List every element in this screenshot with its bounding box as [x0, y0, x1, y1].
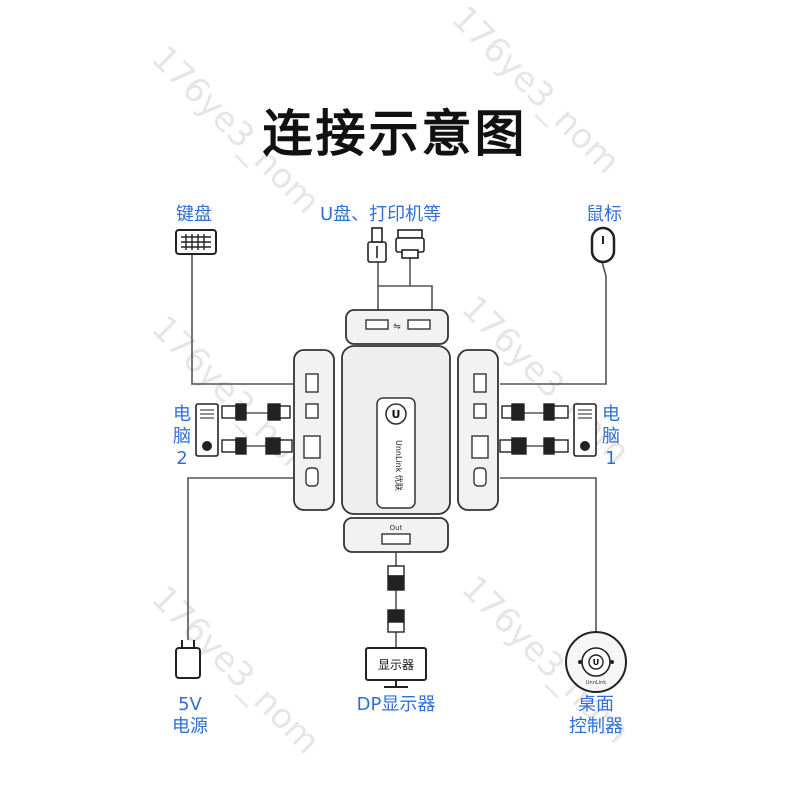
power-label: 5V 电源: [172, 694, 208, 737]
out-port-label: Out: [390, 524, 403, 532]
pc2-label: 电脑2: [173, 404, 191, 469]
svg-text:U: U: [593, 658, 600, 667]
kvm-switch-body: U UnnLink 优联: [341, 345, 451, 515]
top-usb-hub-module: ⇋: [345, 309, 449, 345]
usb-device-cable-left: [377, 262, 433, 312]
pc1-label: 电脑1: [602, 404, 620, 469]
dp-monitor-label: DP显示器: [356, 694, 436, 715]
monitor-icon: 显示器: [365, 647, 427, 688]
dp-cable-plugs: [387, 565, 405, 633]
u-logo-icon: [385, 403, 407, 425]
power-cable: [187, 477, 296, 640]
pc1-cable-plugs: [499, 403, 569, 455]
controller-cable: [500, 477, 597, 634]
mouse-icon: [590, 226, 616, 264]
usb-drive-icon: [367, 227, 387, 263]
keyboard-label: 键盘: [176, 204, 212, 225]
monitor-screen-label: 显示器: [378, 658, 414, 672]
right-port-module: [457, 349, 499, 511]
page-title: 连接示意图: [262, 105, 528, 163]
mouse-cable: [500, 261, 607, 385]
controller-brand-label: UnnLink: [586, 680, 606, 686]
pc1-tower-icon: [573, 403, 597, 457]
connection-lines: [187, 254, 607, 648]
brand-label: UnnLink 优联: [394, 440, 404, 491]
left-port-module: [293, 349, 335, 511]
usb-devices-label: U盘、打印机等: [320, 204, 442, 225]
desk-controller-icon: U UnnLink: [565, 631, 627, 693]
usb-symbol-icon: ⇋: [393, 322, 401, 332]
svg-text:U: U: [392, 408, 401, 421]
keyboard-cable: [191, 254, 296, 385]
bottom-out-module: Out: [343, 517, 449, 553]
desk-controller-label: 桌面 控制器: [569, 694, 623, 737]
mouse-label: 鼠标: [586, 204, 622, 225]
printer-icon: [395, 229, 425, 259]
keyboard-icon: [175, 229, 217, 255]
pc2-cable-plugs: [221, 403, 293, 455]
pc2-tower-icon: [195, 403, 219, 457]
power-adapter-icon: [175, 640, 201, 679]
